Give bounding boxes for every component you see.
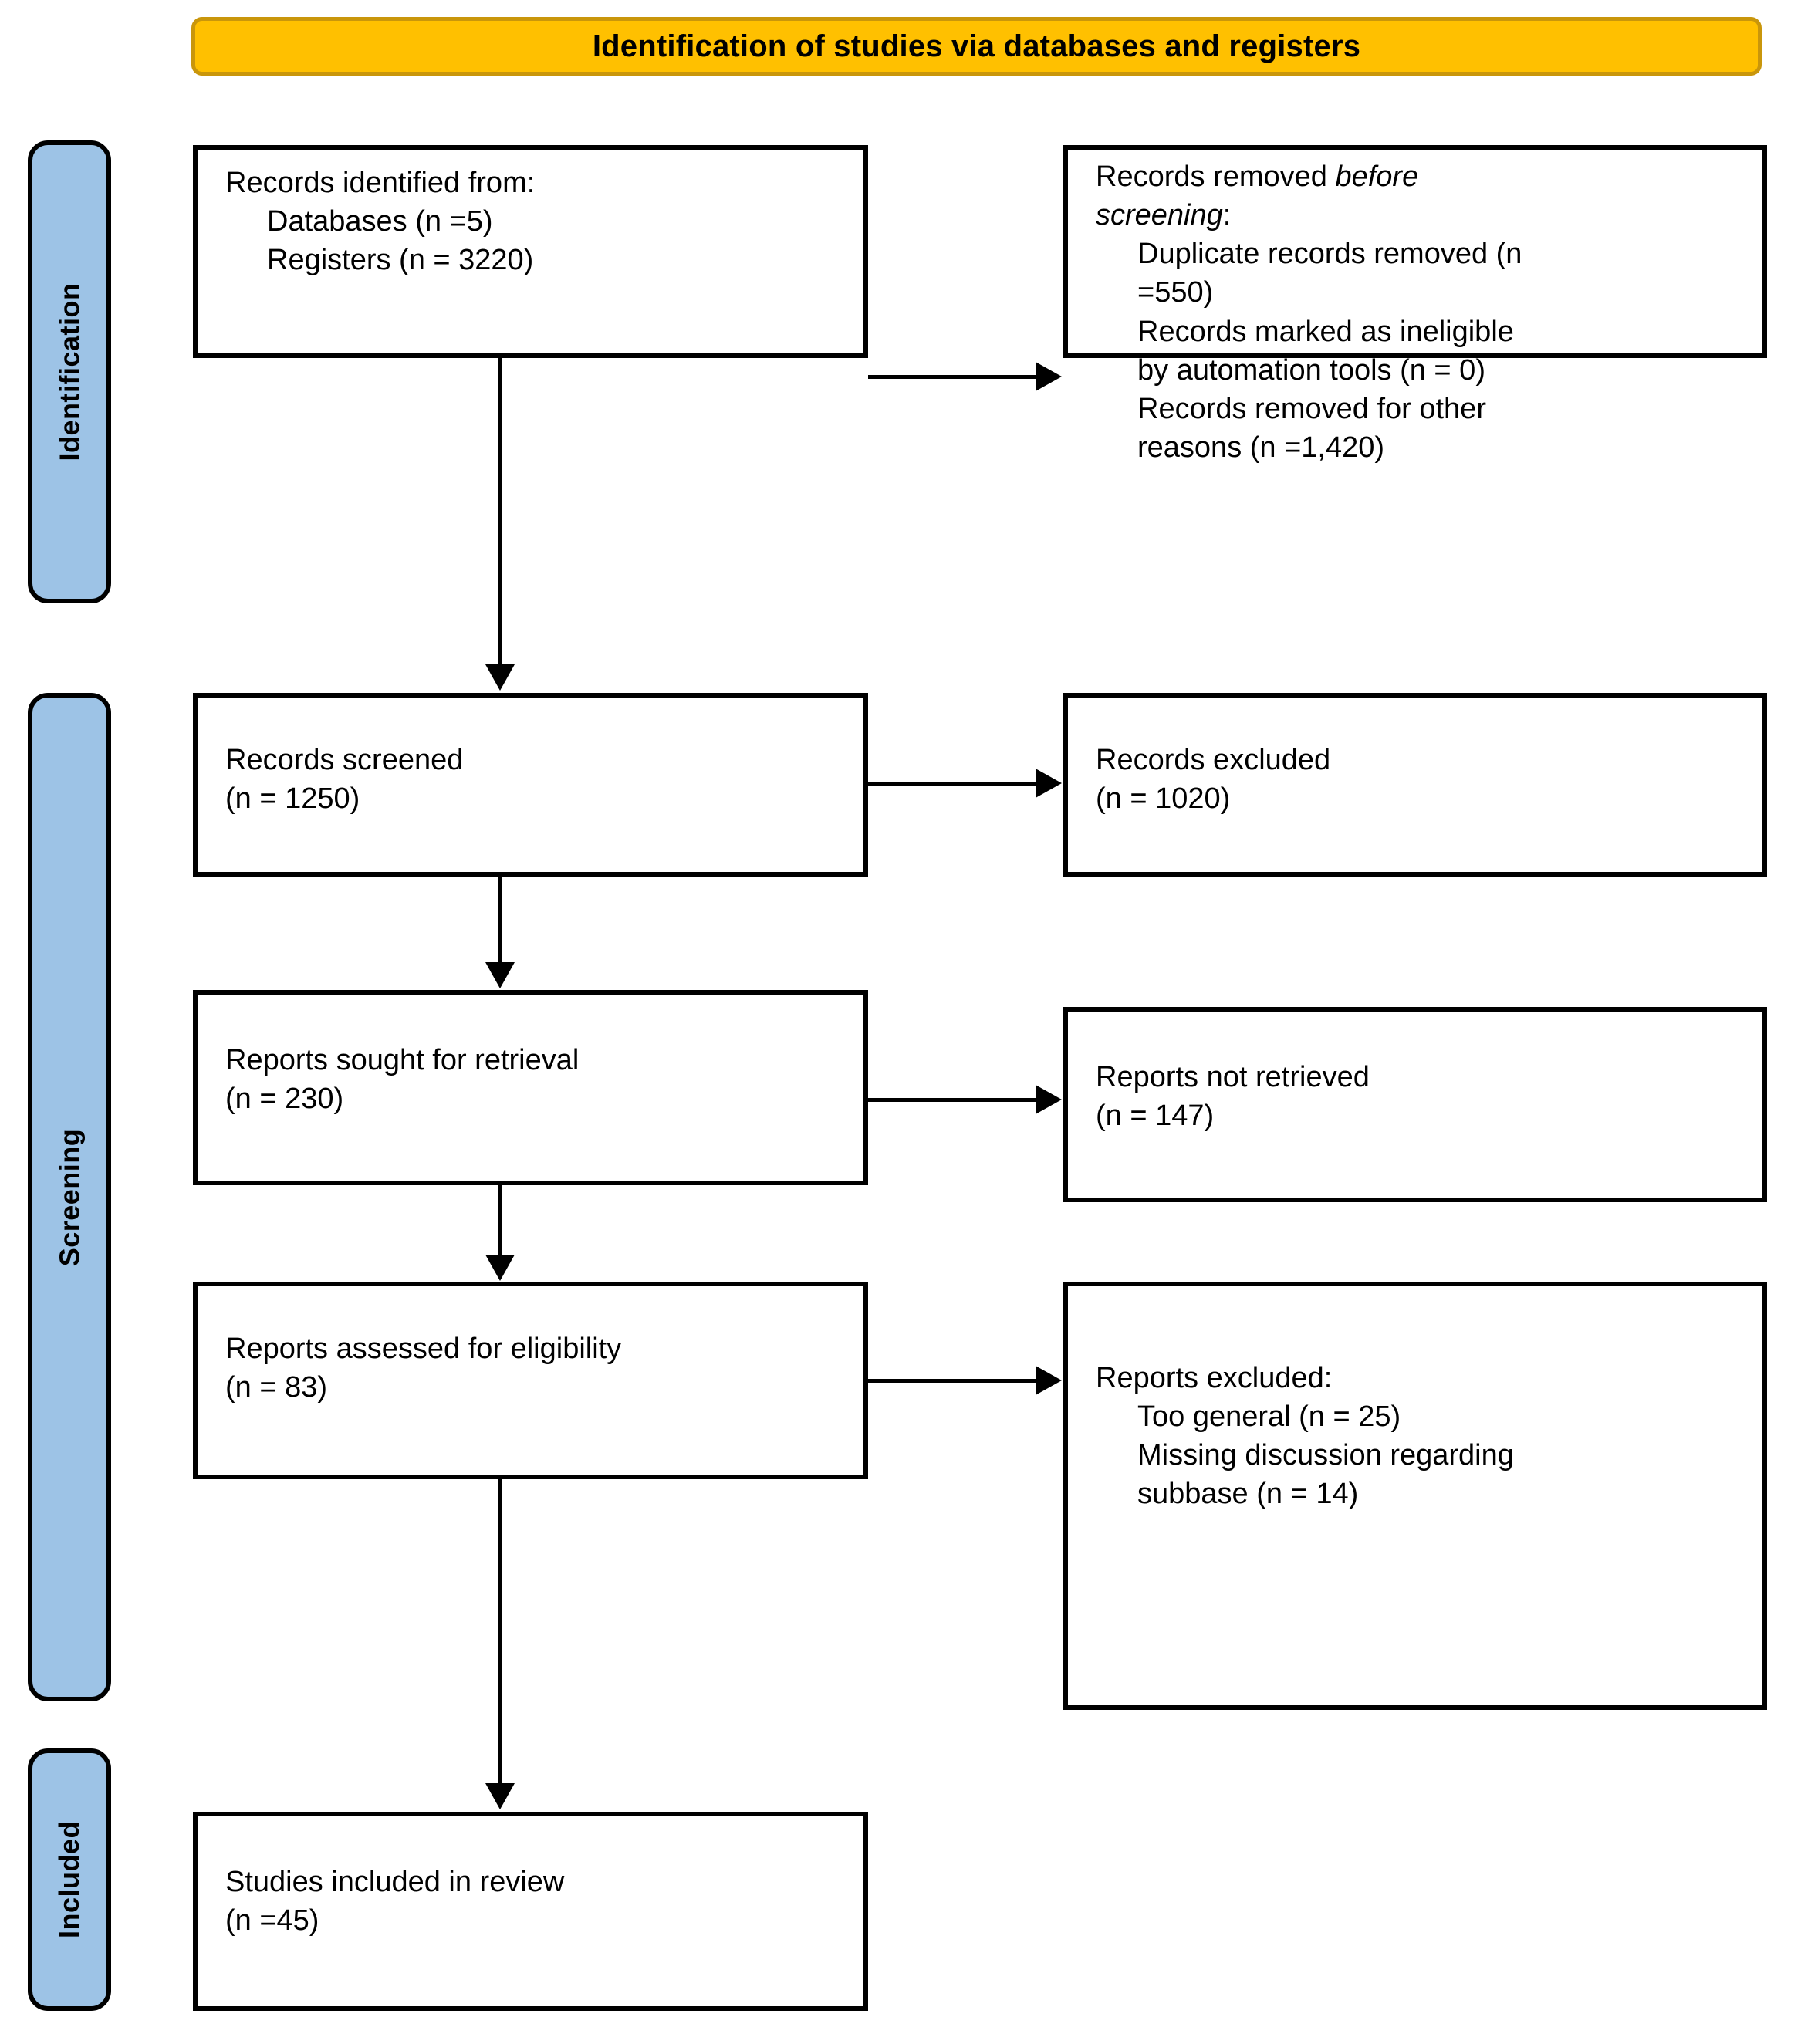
box-reports-assessed-body: Reports assessed for eligibility (n = 83… <box>225 1329 846 1407</box>
arrow-down-icon-screened-to-sought <box>485 962 515 988</box>
stage-pill-included: Included <box>28 1748 111 2011</box>
box-records-removed: Records removed before screening: Duplic… <box>1063 145 1767 464</box>
stage-pill-identification-label: Identification <box>53 282 85 461</box>
arrow-right-icon-identified-to-removed <box>1036 362 1062 391</box>
records-removed-line-1-plain: Records removed <box>1096 160 1336 193</box>
box-records-screened-body: Records screened (n = 1250) <box>225 741 846 818</box>
records-removed-line-1-italic: before <box>1335 160 1419 193</box>
connector-screened-to-excluded <box>868 782 1037 786</box>
records-identified-line-2: Databases (n =5) <box>267 205 493 238</box>
arrow-down-icon-identified-to-screened <box>485 664 515 691</box>
records-identified-line-1: Records identified from: <box>225 167 536 199</box>
box-reports-assessed: Reports assessed for eligibility (n = 83… <box>193 1282 868 1479</box>
reports-not-retrieved-line-1: Reports not retrieved <box>1096 1061 1370 1093</box>
box-reports-excluded-detail: Reports excluded: Too general (n = 25) M… <box>1063 1282 1767 1710</box>
box-studies-included: Studies included in review (n =45) <box>193 1812 868 2011</box>
box-records-identified-body: Records identified from: Databases (n =5… <box>225 164 846 279</box>
box-records-screened: Records screened (n = 1250) <box>193 693 868 877</box>
reports-sought-line-1: Reports sought for retrieval <box>225 1044 579 1076</box>
connector-identified-to-removed <box>868 375 1037 379</box>
box-records-excluded: Records excluded (n = 1020) <box>1063 693 1767 877</box>
box-records-removed-body: Records removed before screening: Duplic… <box>1096 157 1745 467</box>
reports-assessed-line-1: Reports assessed for eligibility <box>225 1333 622 1365</box>
connector-sought-to-not-retrieved <box>868 1098 1037 1102</box>
box-studies-included-body: Studies included in review (n =45) <box>225 1863 846 1940</box>
studies-included-line-1: Studies included in review <box>225 1866 565 1898</box>
arrow-right-icon-assessed-to-reports-excluded <box>1036 1366 1062 1395</box>
connector-sought-to-assessed <box>498 1185 502 1256</box>
box-reports-excluded-detail-body: Reports excluded: Too general (n = 25) M… <box>1096 1359 1745 1514</box>
stage-pill-included-label: Included <box>53 1820 86 1939</box>
reports-excluded-line-4: subbase (n = 14) <box>1137 1478 1359 1511</box>
arrow-right-icon-screened-to-excluded <box>1036 769 1062 798</box>
records-removed-line-2: screening: <box>1096 196 1745 235</box>
connector-identified-to-screened <box>498 358 502 667</box>
records-removed-line-8: reasons (n =1,420) <box>1137 431 1385 465</box>
box-reports-not-retrieved: Reports not retrieved (n = 147) <box>1063 1007 1767 1202</box>
reports-assessed-line-2: (n = 83) <box>225 1371 328 1404</box>
box-records-excluded-body: Records excluded (n = 1020) <box>1096 741 1745 818</box>
records-removed-line-3: Duplicate records removed (n <box>1137 238 1522 271</box>
records-removed-line-1: Records removed before <box>1096 157 1745 196</box>
box-reports-sought-body: Reports sought for retrieval (n = 230) <box>225 1041 846 1118</box>
box-records-identified: Records identified from: Databases (n =5… <box>193 145 868 358</box>
stage-pill-identification: Identification <box>28 140 111 603</box>
connector-assessed-to-included <box>498 1479 502 1786</box>
reports-not-retrieved-line-2: (n = 147) <box>1096 1100 1215 1133</box>
header-banner: Identification of studies via databases … <box>191 17 1762 76</box>
records-excluded-line-2: (n = 1020) <box>1096 782 1231 816</box>
box-reports-not-retrieved-body: Reports not retrieved (n = 147) <box>1096 1058 1745 1135</box>
connector-screened-to-sought <box>498 877 502 964</box>
records-identified-line-3: Registers (n = 3220) <box>267 244 534 277</box>
records-removed-line-2-italic: screening <box>1096 199 1223 232</box>
records-screened-line-2: (n = 1250) <box>225 782 360 816</box>
reports-excluded-line-1: Reports excluded: <box>1096 1362 1333 1394</box>
records-removed-line-6: by automation tools (n = 0) <box>1137 353 1485 387</box>
records-removed-line-4: =550) <box>1137 276 1214 309</box>
reports-sought-line-2: (n = 230) <box>225 1083 344 1116</box>
records-screened-line-1: Records screened <box>225 744 464 776</box>
records-excluded-line-1: Records excluded <box>1096 744 1331 776</box>
arrow-down-icon-assessed-to-included <box>485 1783 515 1809</box>
box-reports-sought: Reports sought for retrieval (n = 230) <box>193 990 868 1185</box>
stage-pill-screening-label: Screening <box>53 1128 85 1266</box>
stage-pill-screening: Screening <box>28 693 111 1701</box>
arrow-down-icon-sought-to-assessed <box>485 1255 515 1281</box>
records-removed-line-2-colon: : <box>1222 199 1232 232</box>
connector-assessed-to-reports-excluded <box>868 1379 1037 1383</box>
records-removed-line-5: Records marked as ineligible <box>1137 315 1514 348</box>
reports-excluded-line-2: Too general (n = 25) <box>1137 1400 1401 1434</box>
header-banner-title: Identification of studies via databases … <box>592 29 1361 63</box>
records-removed-line-7: Records removed for other <box>1137 392 1486 425</box>
studies-included-line-2: (n =45) <box>225 1904 319 1938</box>
reports-excluded-line-3: Missing discussion regarding <box>1137 1439 1514 1472</box>
arrow-right-icon-sought-to-not-retrieved <box>1036 1085 1062 1114</box>
